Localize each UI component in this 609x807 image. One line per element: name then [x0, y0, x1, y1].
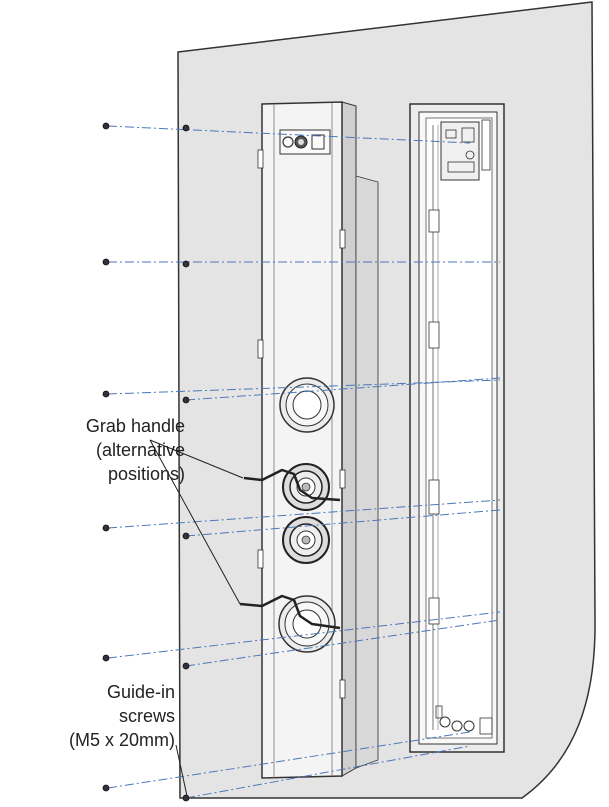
screw-left-2 [102, 258, 110, 266]
guide-screws-label-line-1: Guide-in [106, 682, 175, 702]
mounting-frame [409, 103, 505, 753]
screw-wall-3 [182, 396, 190, 404]
speaker-side-plate [341, 101, 357, 777]
grab-handle-label-line-2: (alternative [95, 440, 185, 460]
guide-screws-callout: Guide-in screws (M5 x 20mm) [10, 680, 175, 752]
lower-woofer [278, 595, 336, 653]
screw-left-4 [102, 524, 110, 532]
speaker-unit [257, 101, 346, 779]
screw-wall-2 [182, 260, 190, 268]
grab-handle-callout: Grab handle (alternative positions) [10, 414, 185, 486]
screw-wall-4 [182, 532, 190, 540]
screw-left-6 [102, 784, 110, 792]
screw-wall-6 [182, 794, 190, 802]
grab-handle-upper [243, 468, 341, 502]
connector-box [440, 121, 480, 181]
alignment-lines [107, 125, 501, 799]
guide-screws-label-line-2: screws [118, 706, 175, 726]
mid-driver-upper [282, 463, 330, 511]
screws [102, 122, 190, 802]
upper-woofer [279, 377, 335, 433]
screw-wall-5 [182, 662, 190, 670]
screw-wall-1 [182, 124, 190, 132]
leader-lines [149, 439, 244, 797]
screw-left-1 [102, 122, 110, 130]
grab-handle-label-line-3: positions) [107, 464, 185, 484]
grab-handle-label-line-1: Grab handle [85, 416, 185, 436]
wall-panel [177, 1, 596, 799]
screw-left-5 [102, 654, 110, 662]
guide-screws-label-line-3: (M5 x 20mm) [68, 730, 175, 750]
mid-driver-lower [282, 516, 330, 564]
screw-left-3 [102, 390, 110, 398]
grab-handle-lower [239, 594, 341, 630]
